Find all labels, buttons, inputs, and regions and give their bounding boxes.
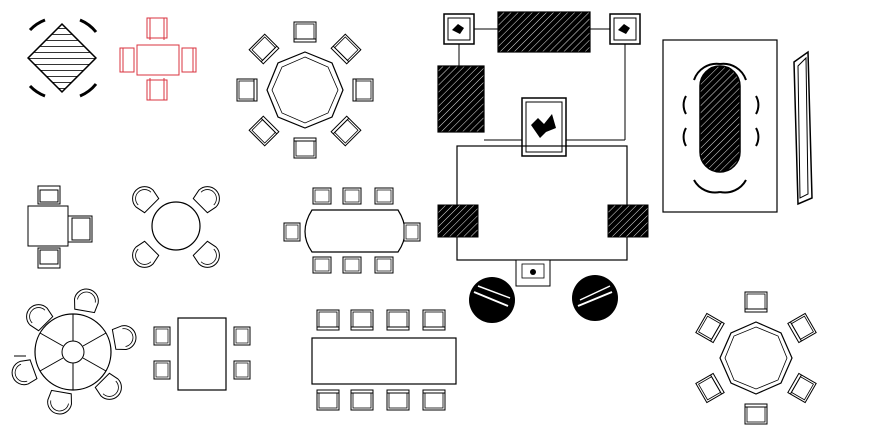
long-table-8-seat	[311, 309, 457, 411]
square-table-4-chairs-red	[119, 17, 197, 101]
round-table-4-seat	[127, 181, 225, 273]
oval-table-6-seat-rug	[662, 39, 778, 213]
side-tables-and-cabinets	[437, 11, 641, 157]
round-armchairs-pair	[469, 275, 618, 323]
wall-tv-panel	[793, 50, 813, 206]
coffee-table-living-set	[437, 145, 649, 287]
round-table-6-seat-bottom	[695, 291, 817, 425]
square-table-diagonal-4-seat	[26, 18, 98, 98]
rectangular-table-4-seat	[153, 317, 251, 391]
segmented-round-table-6-seat	[8, 286, 139, 417]
square-table-2-chairs	[27, 185, 93, 269]
boat-table-8-seat	[283, 187, 421, 274]
round-table-8-seat-top	[236, 21, 374, 159]
